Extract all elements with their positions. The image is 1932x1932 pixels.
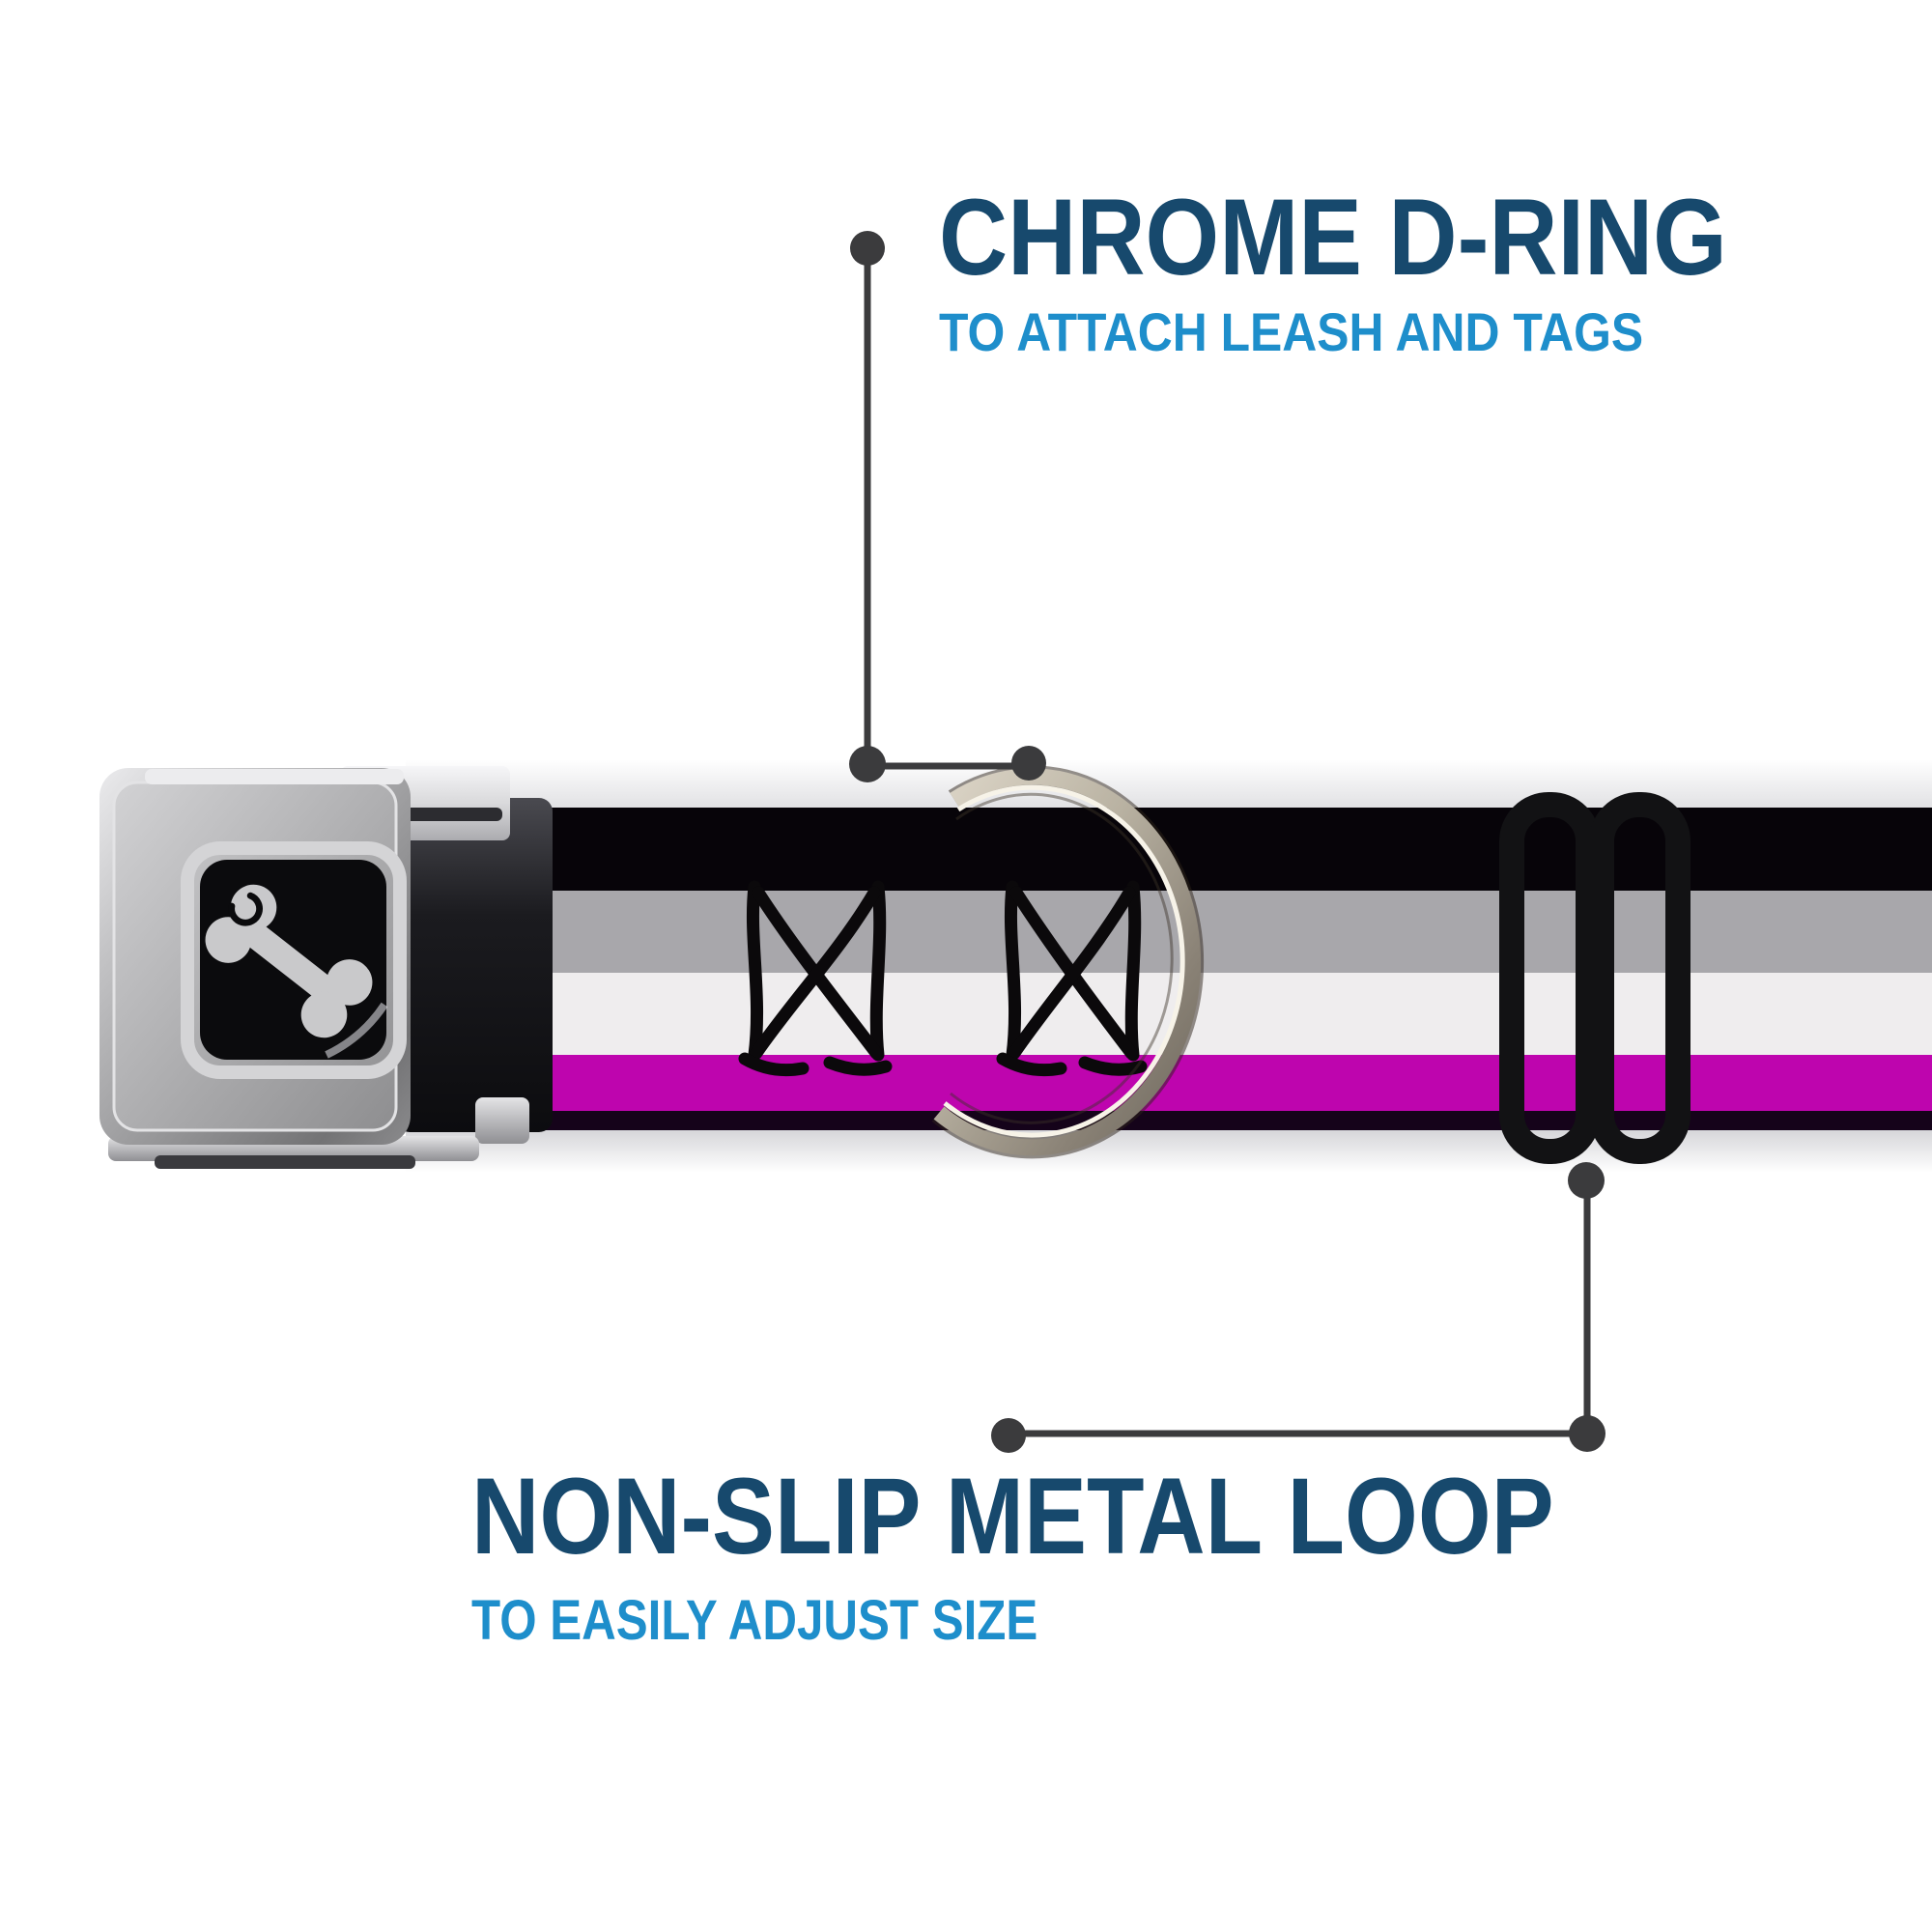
buckle-top-edge <box>145 769 404 784</box>
callouts <box>849 231 1605 1453</box>
box-stitch-left <box>738 880 893 1077</box>
logo-window-bezel <box>181 841 407 1079</box>
slider-left-lobe <box>1499 792 1601 1164</box>
strap-edge <box>415 1111 1932 1130</box>
callout-loop-connector <box>991 1162 1605 1453</box>
callout-title-metal-loop: NON-SLIP METAL LOOP <box>471 1456 1554 1577</box>
metal-loop-slider <box>1499 792 1690 1164</box>
box-stitch-right <box>996 880 1148 1077</box>
callout-dot <box>1569 1415 1605 1452</box>
slider-right-lobe <box>1589 792 1690 1164</box>
seatbelt-buckle <box>99 768 479 1169</box>
callout-dot <box>849 746 886 782</box>
strap-top-shadow <box>406 759 1932 808</box>
callout-title-d-ring: CHROME D-RING <box>939 177 1727 298</box>
window-gloss <box>325 1002 388 1059</box>
strap-bottom-shadow <box>406 1130 1932 1173</box>
callout-dot <box>1568 1162 1605 1199</box>
callout-dring-connector <box>849 231 1046 782</box>
callout-dot <box>1011 746 1046 781</box>
d-ring <box>931 765 1205 1159</box>
connector-chrome-tab <box>475 1097 529 1144</box>
callout-dot <box>850 231 885 266</box>
callout-dot <box>991 1418 1026 1453</box>
callout-subtitle-d-ring: TO ATTACH LEASH AND TAGS <box>939 301 1644 362</box>
box-stitching <box>738 880 1148 1077</box>
dog-bone-icon <box>205 884 373 1038</box>
callout-subtitle-metal-loop: TO EASILY ADJUST SIZE <box>471 1589 1038 1652</box>
buckle-base-shadow <box>155 1155 415 1169</box>
hinge-slot <box>384 808 502 821</box>
